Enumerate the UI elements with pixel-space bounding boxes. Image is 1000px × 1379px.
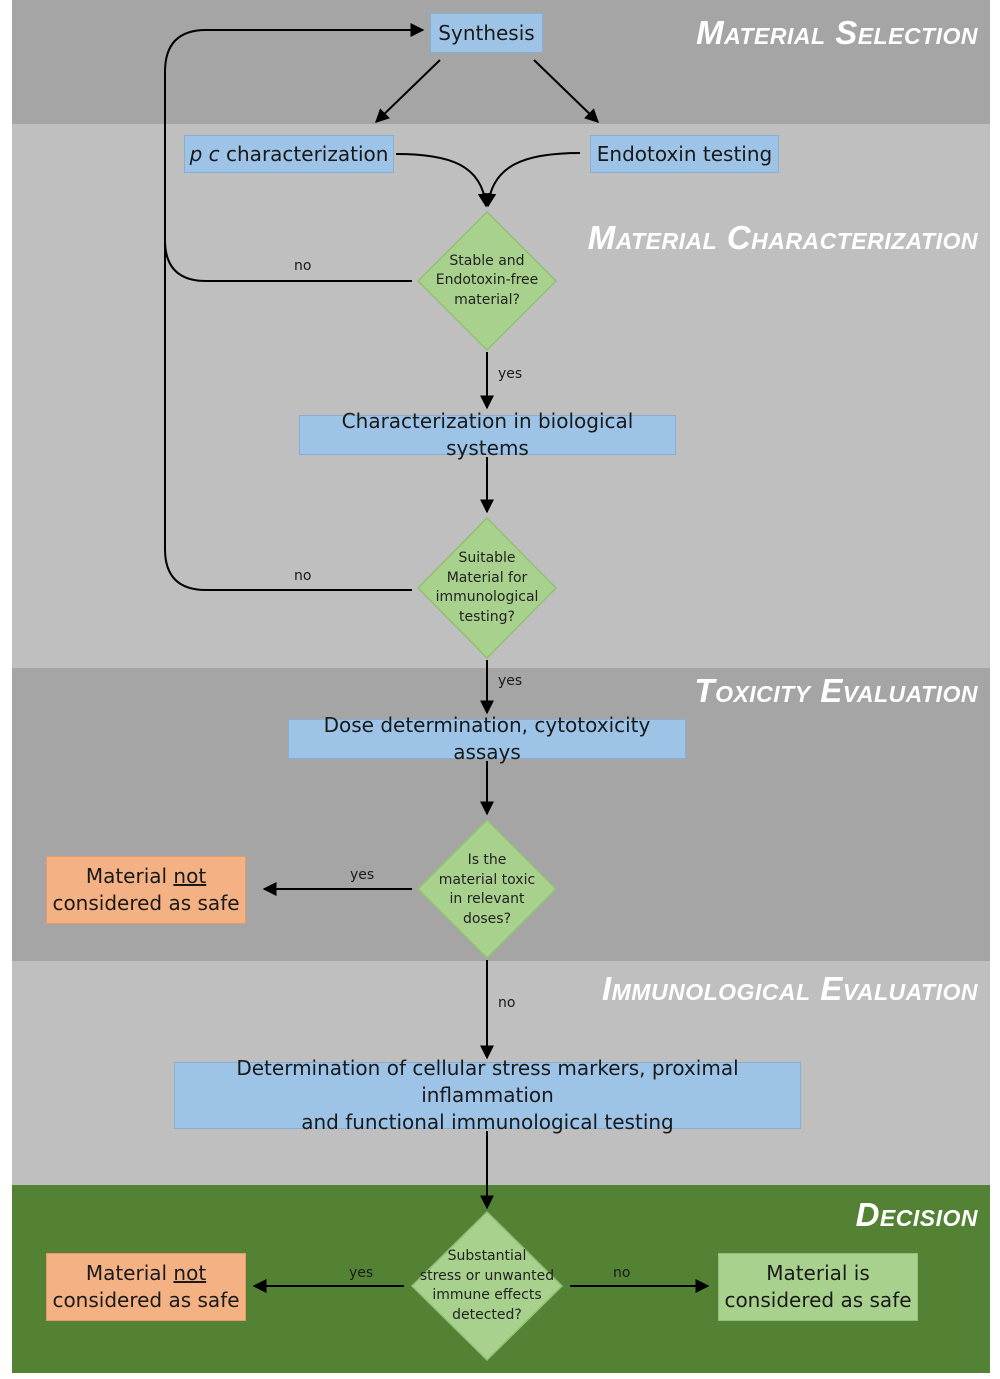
stress-markers-line1: Determination of cellular stress markers… (236, 1056, 739, 1107)
decision3-label: Is the material toxic in relevant doses? (438, 852, 536, 927)
decision-diamond-toxic (416, 818, 558, 960)
decision4-label: Substantial stress or unwanted immune ef… (419, 1248, 555, 1323)
endotoxin-testing-box: Endotoxin testing (590, 135, 779, 173)
edge-label-no-decision2: no (294, 568, 312, 584)
safe-box: Material is considered as safe (718, 1253, 918, 1321)
edge-label-no-decision4: no (613, 1265, 631, 1281)
edge-label-yes-decision4: yes (349, 1265, 374, 1281)
unsafe-box-toxicity: Material not considered as safe (46, 856, 246, 924)
unsafe-line2: considered as safe (52, 1288, 240, 1312)
decision-diamond-immune (410, 1210, 564, 1362)
bio-characterization-label: Characterization in biological systems (341, 409, 634, 460)
arrow-endotoxin-to-decision1 (482, 152, 581, 208)
arrow-synthesis-to-pc (374, 59, 441, 123)
unsafe-line1: Material not (86, 863, 206, 890)
section-title-immunological-evaluation: Immunological Evaluation (601, 970, 978, 1007)
unsafe-material-word: Material (85, 1261, 174, 1285)
edge-label-yes-decision1: yes (498, 366, 523, 382)
pc-characterization-box: p c characterization (184, 135, 394, 173)
unsafe-material-word: Material (85, 864, 174, 888)
section-title-decision: Decision (855, 1196, 978, 1233)
pc-rest: characterization (219, 141, 389, 166)
pc-characterization-label: p c characterization (190, 141, 389, 168)
loop-no-decision1 (164, 23, 425, 282)
loop-no-decision2 (164, 240, 412, 591)
edge-label-yes-decision3: yes (350, 867, 375, 883)
arrow-pc-to-decision1 (395, 153, 492, 208)
section-title-material-characterization: Material Characterization (587, 219, 978, 256)
decision1-label: Stable and Endotoxin-free material? (435, 252, 539, 308)
edge-label-no-decision1: no (294, 258, 312, 274)
stress-markers-line2: and functional immunological testing (301, 1110, 674, 1134)
dose-determination-box: Dose determination, cytotoxicity assays (288, 713, 686, 764)
edge-label-no-decision3: no (498, 995, 516, 1011)
unsafe-not-word: not (173, 864, 207, 888)
unsafe-line1: Material not (86, 1260, 206, 1287)
safe-line2: considered as safe (724, 1288, 912, 1312)
decision-diamond-stable (416, 210, 558, 352)
section-title-toxicity-evaluation: Toxicity Evaluation (694, 672, 978, 709)
dose-determination-label: Dose determination, cytotoxicity assays (323, 713, 651, 764)
unsafe-box-decision: Material not considered as safe (46, 1253, 246, 1321)
arrow-synthesis-to-endotoxin (533, 59, 600, 123)
stress-markers-box: Determination of cellular stress markers… (174, 1056, 801, 1134)
unsafe-line2: considered as safe (52, 891, 240, 915)
edge-label-yes-decision2: yes (498, 673, 523, 689)
endotoxin-testing-label: Endotoxin testing (596, 141, 773, 166)
unsafe-not-word: not (173, 1261, 207, 1285)
decision2-label: Suitable Material for immunological test… (435, 550, 539, 625)
pc-prefix: p c (189, 141, 220, 166)
bio-characterization-box: Characterization in biological systems (299, 409, 676, 460)
safe-line1: Material is (766, 1261, 870, 1285)
synthesis-box: Synthesis (430, 13, 543, 53)
synthesis-label: Synthesis (438, 20, 535, 45)
section-title-material-selection: Material Selection (696, 14, 978, 51)
decision-diamond-suitable (416, 516, 558, 660)
